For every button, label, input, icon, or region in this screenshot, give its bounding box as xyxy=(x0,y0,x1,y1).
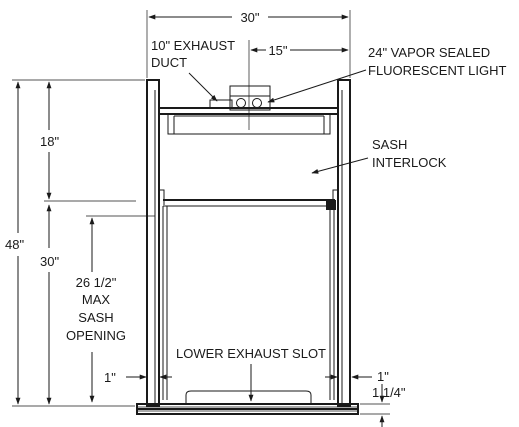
upper-height-label: 18" xyxy=(40,134,59,149)
dimension-overall-height: 48" xyxy=(5,79,145,407)
light-label-2: FLUORESCENT LIGHT xyxy=(368,63,507,78)
callout-light: 24" VAPOR SEALED FLUORESCENT LIGHT xyxy=(267,45,507,103)
callout-exhaust-duct: 10" EXHAUST DUCT xyxy=(151,38,235,102)
max-opening-label-4: OPENING xyxy=(66,328,126,343)
dimension-upper-height: 18" xyxy=(40,81,136,202)
max-opening-label-2: MAX xyxy=(82,292,111,307)
dimension-base-height: 1 1/4" xyxy=(360,384,406,427)
left-gap-label: 1" xyxy=(104,370,116,385)
exhaust-duct-label-1: 10" EXHAUST xyxy=(151,38,235,53)
dimension-light-offset: 15" xyxy=(250,43,349,58)
lower-exhaust-slot-label: LOWER EXHAUST SLOT xyxy=(176,346,326,361)
dimension-overall-width: 30" xyxy=(146,10,351,78)
callout-sash-interlock: SASH INTERLOCK xyxy=(311,137,447,174)
exhaust-duct xyxy=(209,99,233,109)
dimension-left-gap: 1" xyxy=(104,370,172,385)
sash-interlock-label-2: INTERLOCK xyxy=(372,155,447,170)
overall-width-label: 30" xyxy=(240,10,259,25)
max-opening-label-1: 26 1/2" xyxy=(76,275,117,290)
exhaust-duct-label-2: DUCT xyxy=(151,55,187,70)
right-gap-label: 1" xyxy=(377,369,389,384)
lower-height-label: 30" xyxy=(40,254,59,269)
dimension-lower-height: 30" xyxy=(40,204,59,405)
base-height-label: 1 1/4" xyxy=(372,385,406,400)
light-label-1: 24" VAPOR SEALED xyxy=(368,45,490,60)
callout-lower-exhaust-slot: LOWER EXHAUST SLOT xyxy=(176,346,326,402)
fluorescent-light-box xyxy=(229,85,271,111)
light-offset-label: 15" xyxy=(268,43,287,58)
sash-interlock-label-1: SASH xyxy=(372,137,407,152)
overall-height-label: 48" xyxy=(5,237,24,252)
dimension-right-gap: 1" xyxy=(325,369,389,384)
hood-cabinet xyxy=(136,79,359,415)
max-opening-label-3: SASH xyxy=(78,310,113,325)
dimension-max-opening: 26 1/2" MAX SASH OPENING xyxy=(66,215,155,403)
